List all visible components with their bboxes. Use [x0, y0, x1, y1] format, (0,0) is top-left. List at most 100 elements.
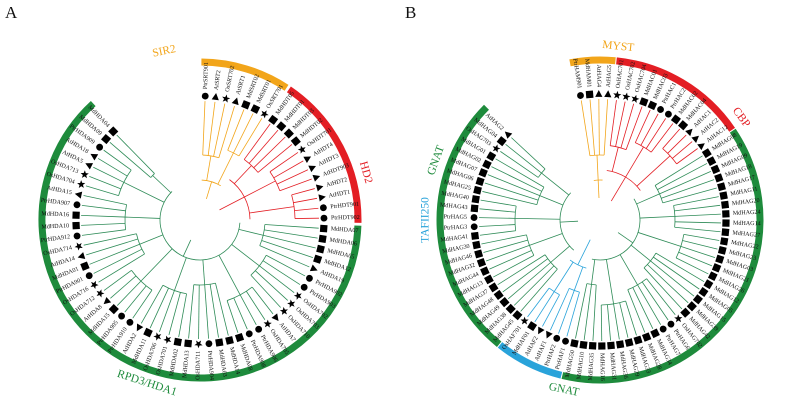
branch-leaf: [625, 106, 643, 150]
branch-leaf: [487, 174, 540, 197]
branch-leaf: [527, 287, 550, 318]
group-arc-0: [569, 56, 616, 67]
branch-leaf: [491, 166, 542, 192]
branch-sub-0-0: [596, 155, 599, 181]
branch-leaf: [600, 304, 603, 341]
leaf-marker: [85, 272, 93, 280]
leaf-label: AtHDT1: [328, 190, 350, 200]
leaf-marker: [222, 94, 231, 103]
branch-leaf: [81, 229, 126, 236]
branch-leaf: [81, 222, 126, 226]
branch-leaf: [615, 101, 626, 147]
leaf-marker: [478, 168, 488, 178]
branch-leaf: [607, 304, 611, 341]
leaf-marker: [72, 221, 80, 230]
branch-leaf: [246, 291, 266, 320]
leaf-marker: [316, 244, 325, 254]
branch-sub-3-0: [573, 266, 584, 291]
leaf-marker: [717, 245, 727, 255]
leaf-marker: [677, 120, 689, 131]
leaf-marker: [118, 312, 126, 320]
branch-leaf: [294, 207, 319, 211]
leaf-label: PtrHDA912: [41, 234, 71, 244]
leaf-marker: [588, 341, 597, 350]
leaf-marker: [263, 319, 272, 328]
branch-sub-2-8: [123, 181, 165, 203]
leaf-label: MdHDA03: [217, 349, 227, 377]
branch-sub-4-1: [529, 233, 563, 246]
branch-leaf: [580, 100, 591, 156]
leaf-marker: [255, 325, 263, 333]
branch-leaf: [643, 267, 683, 310]
leaf-marker: [715, 254, 725, 264]
branch-arc-2: [159, 191, 241, 261]
group-arc-3: [497, 342, 563, 379]
branch-leaf: [549, 288, 570, 331]
leaf-marker: [711, 263, 722, 273]
branch-leaf: [97, 158, 128, 177]
leaf-marker: [136, 323, 144, 332]
branch-leaf: [124, 285, 147, 313]
leaf-marker: [96, 143, 104, 151]
branch-leaf: [489, 250, 532, 270]
branch-sub-2-2: [218, 255, 241, 296]
leaf-marker: [721, 200, 730, 209]
branch-sub-2-3: [630, 244, 651, 262]
leaf-label: MdHDA13: [182, 350, 191, 378]
branch-leaf: [511, 137, 546, 170]
branch-leaf: [263, 234, 316, 249]
leaf-marker: [616, 340, 625, 349]
branch-leaf: [653, 256, 700, 290]
branch-sub-1-1: [625, 146, 644, 178]
leaf-label: OsSRT702: [225, 65, 236, 92]
branch-arc-1: [606, 170, 641, 191]
branch-leaf: [83, 195, 127, 205]
branch-leaf: [641, 281, 669, 321]
leaf-label: AtHAG4: [595, 65, 601, 87]
leaf-label: AtSRT1: [236, 75, 248, 96]
branch-sub-0-0: [206, 155, 212, 181]
branch-leaf: [259, 245, 310, 268]
leaf-label: AtHAG5: [606, 65, 613, 88]
leaf-label: PtrHAG3: [444, 225, 468, 232]
branch-leaf: [218, 106, 235, 158]
leaf-marker: [271, 313, 279, 322]
branch-leaf: [675, 257, 709, 275]
branch-trunk-2: [617, 232, 634, 244]
leaf-label: AtHDA14: [50, 256, 76, 269]
leaf-label: MdHAG10: [576, 352, 586, 380]
branch-leaf: [159, 290, 175, 332]
leaf-marker: [96, 289, 105, 298]
branch-trunk-3: [577, 239, 591, 265]
leaf-marker: [215, 338, 224, 347]
branch-subarc-4-3: [536, 186, 545, 205]
branch-sub-1-2: [249, 206, 295, 214]
leaf-marker: [499, 297, 510, 308]
leaf-label: MdHAG25: [443, 180, 471, 192]
branch-sub-1-2: [636, 155, 671, 187]
leaf-marker: [486, 151, 497, 162]
branch-arc-3: [569, 259, 587, 269]
leaf-marker: [577, 92, 584, 99]
leaf-marker: [470, 223, 478, 231]
leaf-label: AtHDT903: [322, 163, 350, 178]
leaf-marker: [205, 340, 213, 348]
branch-arc-4: [559, 192, 575, 251]
leaf-marker: [686, 301, 697, 312]
branch-leaf: [507, 262, 551, 300]
leaf-marker: [173, 337, 182, 347]
leaf-marker: [719, 191, 728, 200]
branch-sub-2-3: [202, 259, 206, 285]
leaf-label: MdHDA14: [228, 347, 240, 375]
leaf-marker: [717, 182, 726, 192]
leaf-label: MdHDA10: [41, 223, 69, 230]
leaf-marker: [604, 90, 612, 98]
leaf-marker: [650, 328, 660, 339]
leaf-marker: [680, 307, 691, 318]
branch-leaf: [662, 128, 681, 149]
leaf-marker: [546, 330, 553, 339]
group-arc-1: [286, 86, 362, 223]
branch-sub-2-4: [174, 257, 187, 291]
branch-leaf: [262, 260, 301, 285]
leaf-marker: [293, 291, 302, 300]
